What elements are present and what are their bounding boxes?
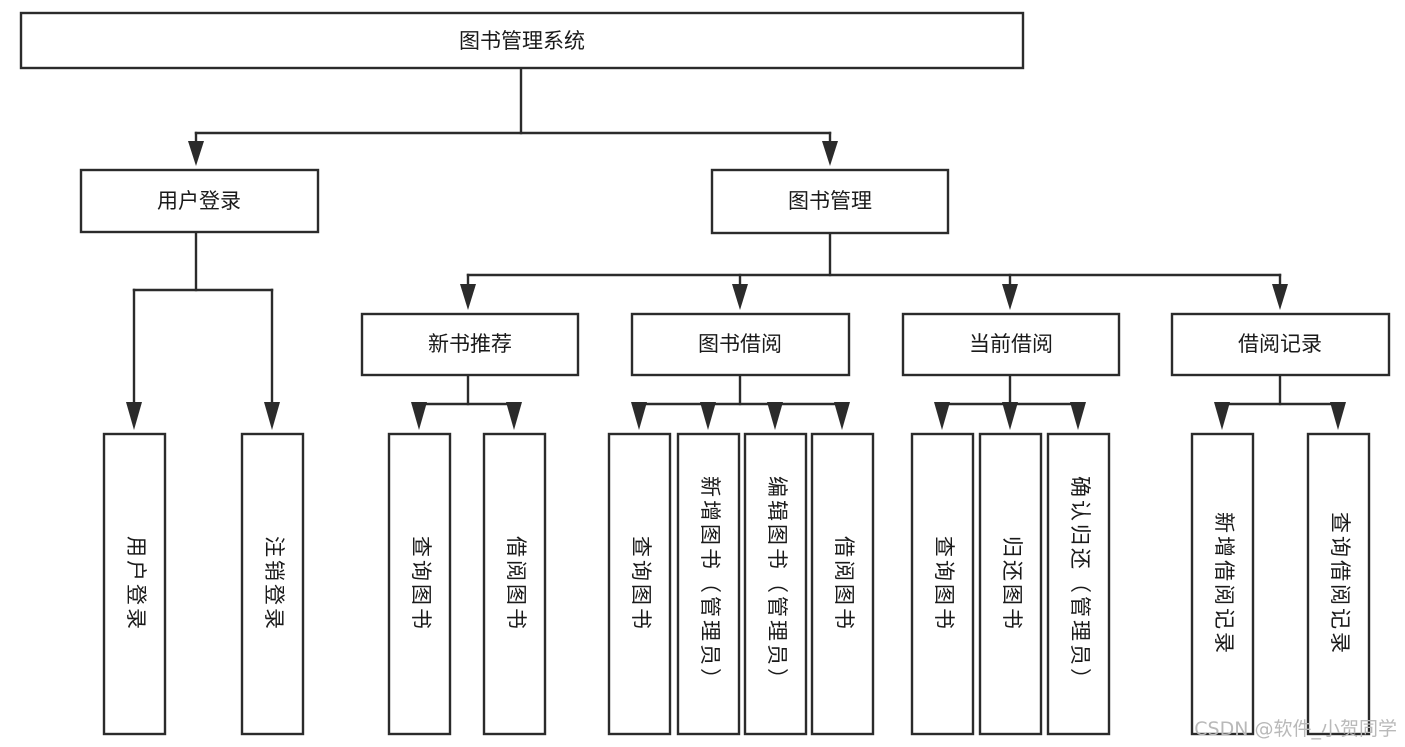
node-login-box[interactable] — [79, 168, 320, 234]
node-current-box[interactable] — [901, 312, 1121, 377]
node-leaf-current-confirm-box[interactable] — [1046, 432, 1111, 736]
arrow-head-leaf-user-logout — [264, 402, 280, 430]
node-leaf-newbook-query[interactable]: 查询图书 — [387, 432, 452, 736]
node-leaf-records-add-label: 新增借阅记录 — [1212, 512, 1236, 656]
node-leaf-newbook-borrow[interactable]: 借阅图书 — [482, 432, 547, 736]
node-newbook-box[interactable] — [360, 312, 580, 377]
node-leaf-borrow-query-label: 查询图书 — [629, 536, 653, 632]
node-newbook-label: 新书推荐 — [428, 332, 512, 356]
node-leaf-borrow-edit-label: 编辑图书（管理员） — [765, 476, 789, 692]
node-leaf-newbook-query-box[interactable] — [387, 432, 452, 736]
node-leaf-newbook-borrow-box[interactable] — [482, 432, 547, 736]
arrow-head-leaf-borrow-edit — [767, 402, 783, 430]
node-records-label: 借阅记录 — [1238, 332, 1322, 356]
node-leaf-borrow-add-box[interactable] — [676, 432, 741, 736]
node-leaf-user-login-label: 用户登录 — [124, 536, 148, 632]
arrow-head-records — [1272, 284, 1288, 310]
arrow-head-leaf-borrow-query — [631, 402, 647, 430]
node-records[interactable]: 借阅记录 — [1170, 312, 1391, 377]
node-leaf-records-add-box[interactable] — [1190, 432, 1255, 736]
connector-group-bookmgmt — [460, 231, 1288, 310]
node-leaf-borrow-add[interactable]: 新增图书（管理员） — [676, 432, 741, 736]
node-root-label: 图书管理系统 — [459, 29, 585, 53]
node-leaf-user-login[interactable]: 用户登录 — [102, 432, 167, 736]
node-bookmgmt-box[interactable] — [710, 168, 950, 235]
node-leaf-current-confirm-label: 确认归还（管理员） — [1068, 476, 1092, 692]
node-root[interactable]: 图书管理系统 — [19, 11, 1025, 70]
node-leaf-current-return-box[interactable] — [978, 432, 1043, 736]
node-login[interactable]: 用户登录 — [79, 168, 320, 234]
node-leaf-newbook-query-label: 查询图书 — [409, 536, 433, 632]
node-leaf-user-logout[interactable]: 注销登录 — [240, 432, 305, 736]
node-leaf-current-query-box[interactable] — [910, 432, 975, 736]
node-leaf-current-query[interactable]: 查询图书 — [910, 432, 975, 736]
arrow-head-login — [188, 141, 204, 166]
node-leaf-borrow-borrow[interactable]: 借阅图书 — [810, 432, 875, 736]
node-borrow-box[interactable] — [630, 312, 851, 377]
node-borrow[interactable]: 图书借阅 — [630, 312, 851, 377]
arrow-head-leaf-borrow-add — [700, 402, 716, 430]
node-current-label: 当前借阅 — [969, 332, 1053, 356]
node-records-box[interactable] — [1170, 312, 1391, 377]
node-leaf-user-logout-label: 注销登录 — [262, 536, 286, 632]
node-leaf-records-add[interactable]: 新增借阅记录 — [1190, 432, 1255, 736]
arrow-head-leaf-records-add — [1214, 402, 1230, 430]
node-current[interactable]: 当前借阅 — [901, 312, 1121, 377]
node-newbook[interactable]: 新书推荐 — [360, 312, 580, 377]
connector-group-root — [188, 66, 838, 166]
arrow-head-leaf-current-return — [1002, 402, 1018, 430]
node-leaf-current-query-label: 查询图书 — [932, 536, 956, 632]
node-leaf-current-return-label: 归还图书 — [1000, 536, 1024, 632]
arrow-head-leaf-newbook-borrow — [506, 402, 522, 430]
node-leaf-borrow-add-label: 新增图书（管理员） — [698, 476, 722, 692]
node-leaf-current-confirm[interactable]: 确认归还（管理员） — [1046, 432, 1111, 736]
node-leaf-borrow-borrow-label: 借阅图书 — [832, 536, 856, 632]
arrow-head-borrow — [732, 284, 748, 310]
node-root-box[interactable] — [19, 11, 1025, 70]
node-leaf-borrow-query[interactable]: 查询图书 — [607, 432, 672, 736]
connector-group-borrow — [631, 373, 850, 430]
node-leaf-borrow-borrow-box[interactable] — [810, 432, 875, 736]
node-leaf-borrow-query-box[interactable] — [607, 432, 672, 736]
node-bookmgmt-label: 图书管理 — [788, 189, 872, 213]
node-leaf-records-query-label: 查询借阅记录 — [1328, 512, 1352, 656]
arrow-head-bookmgmt — [822, 141, 838, 166]
node-leaf-newbook-borrow-label: 借阅图书 — [504, 536, 528, 632]
arrow-head-leaf-user-login — [126, 402, 142, 430]
arrow-head-leaf-records-query — [1330, 402, 1346, 430]
node-leaf-records-query[interactable]: 查询借阅记录 — [1306, 432, 1371, 736]
arrow-head-leaf-borrow-borrow — [834, 402, 850, 430]
arrow-head-leaf-current-query — [934, 402, 950, 430]
node-login-label: 用户登录 — [157, 189, 241, 213]
connector-group-newbook — [411, 373, 522, 430]
arrow-head-current — [1002, 284, 1018, 310]
node-leaf-records-query-box[interactable] — [1306, 432, 1371, 736]
arrow-head-newbook — [460, 284, 476, 310]
node-leaf-user-logout-box[interactable] — [240, 432, 305, 736]
node-leaf-borrow-edit[interactable]: 编辑图书（管理员） — [743, 432, 808, 736]
node-leaf-borrow-edit-box[interactable] — [743, 432, 808, 736]
arrow-head-leaf-newbook-query — [411, 402, 427, 430]
connector-group-records — [1214, 373, 1346, 430]
node-leaf-current-return[interactable]: 归还图书 — [978, 432, 1043, 736]
arrow-head-leaf-current-confirm — [1070, 402, 1086, 430]
connector-group-current — [934, 373, 1086, 430]
connector-group-login — [126, 230, 280, 430]
node-borrow-label: 图书借阅 — [698, 332, 782, 356]
node-leaf-user-login-box[interactable] — [102, 432, 167, 736]
node-bookmgmt[interactable]: 图书管理 — [710, 168, 950, 235]
